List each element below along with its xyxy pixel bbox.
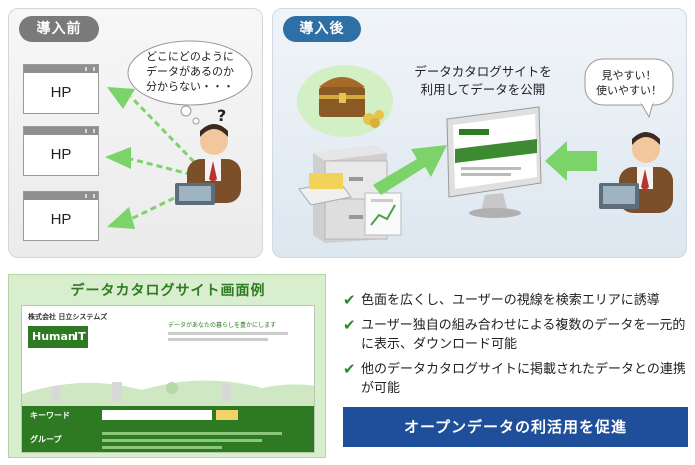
hp-window-1: HP (23, 64, 99, 114)
sample-title: データカタログサイト画面例 (70, 283, 266, 299)
hp-label: HP (50, 84, 72, 101)
check-icon: ✔ (343, 291, 356, 309)
thought-line: 分からない・・・ (146, 80, 234, 93)
hp-titlebar (24, 65, 98, 73)
thought-bubble-icon (127, 40, 253, 125)
sample-screenshot: 株式会社 日立システムズ Human IT データがあなたの暮らしを豊かにします… (21, 305, 315, 453)
hp-window-3: HP (23, 191, 99, 241)
sample-company: 株式会社 日立システムズ (28, 313, 108, 321)
thought-line: どこにどのように (146, 50, 234, 63)
window-controls-icon (85, 129, 95, 133)
sample-keyword-label: キーワード (30, 411, 70, 420)
sample-text-line (168, 332, 288, 335)
publish-text: データカタログサイトを 利用してデータを公開 (408, 63, 558, 99)
chart-document-icon (364, 192, 402, 236)
feature-item: ✔ 色面を広くし、ユーザーの視線を検索エリアに誘導 (343, 291, 688, 310)
sample-logo-text: Human (32, 330, 76, 343)
thought-bubble-text: どこにどのように データがあるのか 分からない・・・ (134, 49, 246, 94)
sample-panel: データカタログサイト画面例 株式会社 日立システムズ Human IT データが… (8, 274, 326, 458)
sample-search-band: キーワード グループ (22, 406, 314, 452)
treasure-chest-icon (297, 65, 393, 137)
sample-logo-suffix: IT (74, 330, 86, 343)
speech-bubble-icon (584, 58, 674, 119)
hp-label: HP (50, 146, 72, 163)
sample-text-line (168, 338, 268, 341)
speech-bubble-text: 見やすい！ 使いやすい！ (585, 68, 673, 98)
question-mark: ? (217, 106, 227, 125)
check-icon: ✔ (343, 316, 356, 334)
feature-text: 色面を広くし、ユーザーの視線を検索エリアに誘導 (361, 293, 660, 308)
confused-user-icon (175, 124, 241, 205)
publish-line: 利用してデータを公開 (420, 82, 546, 97)
speech-line: 見やすい！ (601, 69, 657, 82)
promote-banner: オープンデータの利活用を促進 (343, 407, 688, 447)
sample-tagline: データがあなたの暮らしを豊かにします (168, 322, 277, 329)
sample-group-line (102, 432, 282, 435)
hp-label: HP (50, 211, 72, 228)
after-tag: 導入後 (283, 16, 361, 42)
feature-text: ユーザー独自の組み合わせによる複数のデータを一元的に表示、ダウンロード可能 (361, 318, 686, 352)
sample-search-button[interactable] (216, 410, 238, 420)
sample-group-line (102, 446, 222, 449)
window-controls-icon (85, 67, 95, 71)
feature-item: ✔ ユーザー独自の組み合わせによる複数のデータを一元的に表示、ダウンロード可能 (343, 316, 688, 354)
feature-text: 他のデータカタログサイトに掲載されたデータとの連携が可能 (361, 362, 686, 396)
sample-group-line (102, 439, 262, 442)
check-icon: ✔ (343, 360, 356, 378)
before-tag: 導入前 (19, 16, 99, 42)
window-controls-icon (85, 194, 95, 198)
hp-titlebar (24, 127, 98, 135)
feature-list: ✔ 色面を広くし、ユーザーの視線を検索エリアに誘導 ✔ ユーザー独自の組み合わせ… (343, 291, 688, 404)
publish-line: データカタログサイトを (414, 64, 552, 79)
after-panel: 導入後 データカタログサイトを 利用してデータを公開 (272, 8, 687, 258)
user-arrow-icon (545, 141, 597, 181)
hp-window-2: HP (23, 126, 99, 176)
thought-line: データがあるのか (146, 65, 234, 78)
sample-search-input[interactable] (102, 410, 212, 420)
publish-arrow-icon (373, 145, 447, 195)
before-panel: 導入前 HP HP HP どこにどのように データがあるのか 分からない・・・ (8, 8, 263, 258)
happy-user-icon (599, 132, 673, 213)
sample-logo: Human IT (28, 326, 88, 348)
sample-town-illustration (22, 380, 314, 408)
sample-group-label: グループ (30, 435, 62, 444)
speech-line: 使いやすい！ (596, 84, 662, 97)
hp-titlebar (24, 192, 98, 200)
feature-item: ✔ 他のデータカタログサイトに掲載されたデータとの連携が可能 (343, 360, 688, 398)
monitor-icon (446, 106, 542, 218)
